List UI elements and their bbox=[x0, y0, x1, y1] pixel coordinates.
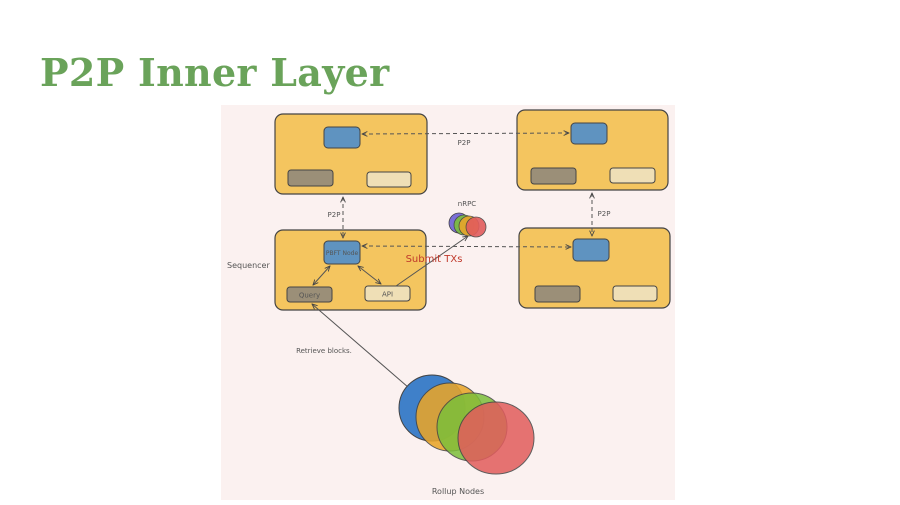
diagram-canvas: PBFT Node Query API P2P P2P P2P nRPC Sub… bbox=[227, 109, 671, 496]
query-module bbox=[530, 167, 577, 185]
rpc-cluster: nRPC bbox=[448, 200, 487, 238]
api-module bbox=[364, 285, 411, 302]
pbft-node-module bbox=[323, 240, 361, 265]
node-top-left bbox=[274, 113, 428, 195]
p2p-module bbox=[572, 238, 610, 262]
rollup-nodes-label: Rollup Nodes bbox=[432, 487, 484, 496]
rollup-nodes-cluster: Rollup Nodes bbox=[398, 374, 535, 496]
api-label: API bbox=[382, 291, 393, 299]
query-module bbox=[534, 285, 581, 303]
pbft-query-link bbox=[313, 266, 330, 285]
rpc-circle bbox=[465, 216, 487, 238]
query-module bbox=[287, 169, 334, 187]
node-top-right bbox=[516, 109, 669, 191]
node-sequencer: PBFT Node Query API bbox=[274, 229, 427, 311]
retrieve-blocks-label: Retrieve blocks. bbox=[296, 347, 352, 355]
pbft-api-link bbox=[358, 266, 381, 284]
retrieve-blocks-arrow bbox=[312, 304, 416, 394]
submit-tx-arrow bbox=[395, 236, 468, 287]
node-bottom-right bbox=[518, 227, 671, 309]
p2p-right-label: P2P bbox=[598, 210, 611, 218]
pbft-node-label: PBFT Node bbox=[326, 250, 359, 257]
api-module bbox=[612, 285, 658, 302]
api-module bbox=[609, 167, 656, 184]
slide-title: P2P Inner Layer bbox=[40, 50, 390, 95]
p2p-top-label: P2P bbox=[458, 139, 471, 147]
p2p-module bbox=[323, 126, 361, 149]
rollup-node-circle bbox=[457, 401, 535, 475]
architecture-diagram: PBFT Node Query API P2P P2P P2P nRPC Sub… bbox=[221, 105, 675, 500]
p2p-left-label: P2P bbox=[328, 211, 341, 219]
api-module bbox=[366, 171, 412, 188]
submit-txs-label: Submit TXs bbox=[406, 254, 463, 265]
sequencer-label: Sequencer bbox=[227, 261, 270, 270]
rpc-label: nRPC bbox=[458, 200, 477, 208]
p2p-module bbox=[570, 122, 608, 145]
query-module bbox=[286, 286, 333, 303]
query-label: Query bbox=[299, 292, 320, 300]
